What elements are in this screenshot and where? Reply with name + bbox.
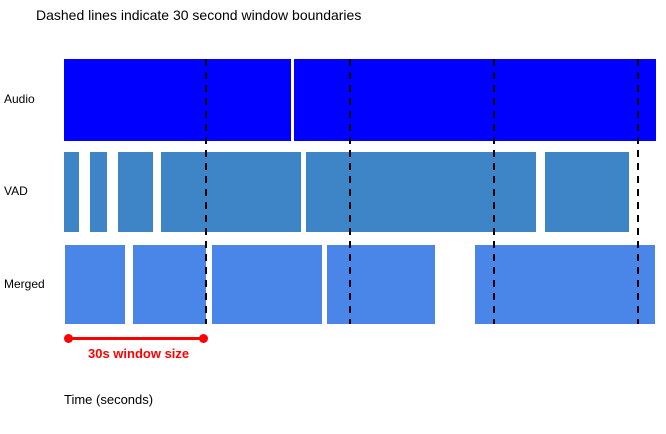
merged-segment	[326, 245, 435, 324]
window-size-measure-line	[68, 337, 204, 340]
window-boundary-line	[637, 59, 639, 324]
row-label-audio: Audio	[4, 92, 35, 106]
measure-endpoint-dot	[63, 333, 73, 343]
vad-segment	[305, 152, 537, 232]
row-label-merged: Merged	[4, 277, 45, 291]
vad-segment	[544, 152, 629, 232]
window-boundary-line	[205, 59, 207, 324]
measure-endpoint-dot	[198, 333, 208, 343]
window-boundary-line	[493, 59, 495, 324]
merged-segment	[212, 245, 323, 324]
vad-segment	[118, 152, 153, 232]
merged-segment	[64, 245, 125, 324]
row-label-vad: VAD	[4, 184, 28, 198]
vad-segment	[63, 152, 79, 232]
vad-segment	[160, 152, 302, 232]
merged-segment	[133, 245, 206, 324]
merged-segment	[474, 245, 655, 324]
vad-segment	[89, 152, 107, 232]
window-boundary-line	[349, 59, 351, 324]
x-axis-label: Time (seconds)	[64, 392, 154, 407]
audio-segment	[293, 59, 657, 141]
figure-title: Dashed lines indicate 30 second window b…	[36, 7, 362, 23]
window-size-label: 30s window size	[88, 346, 190, 361]
audio-segment	[63, 59, 291, 141]
